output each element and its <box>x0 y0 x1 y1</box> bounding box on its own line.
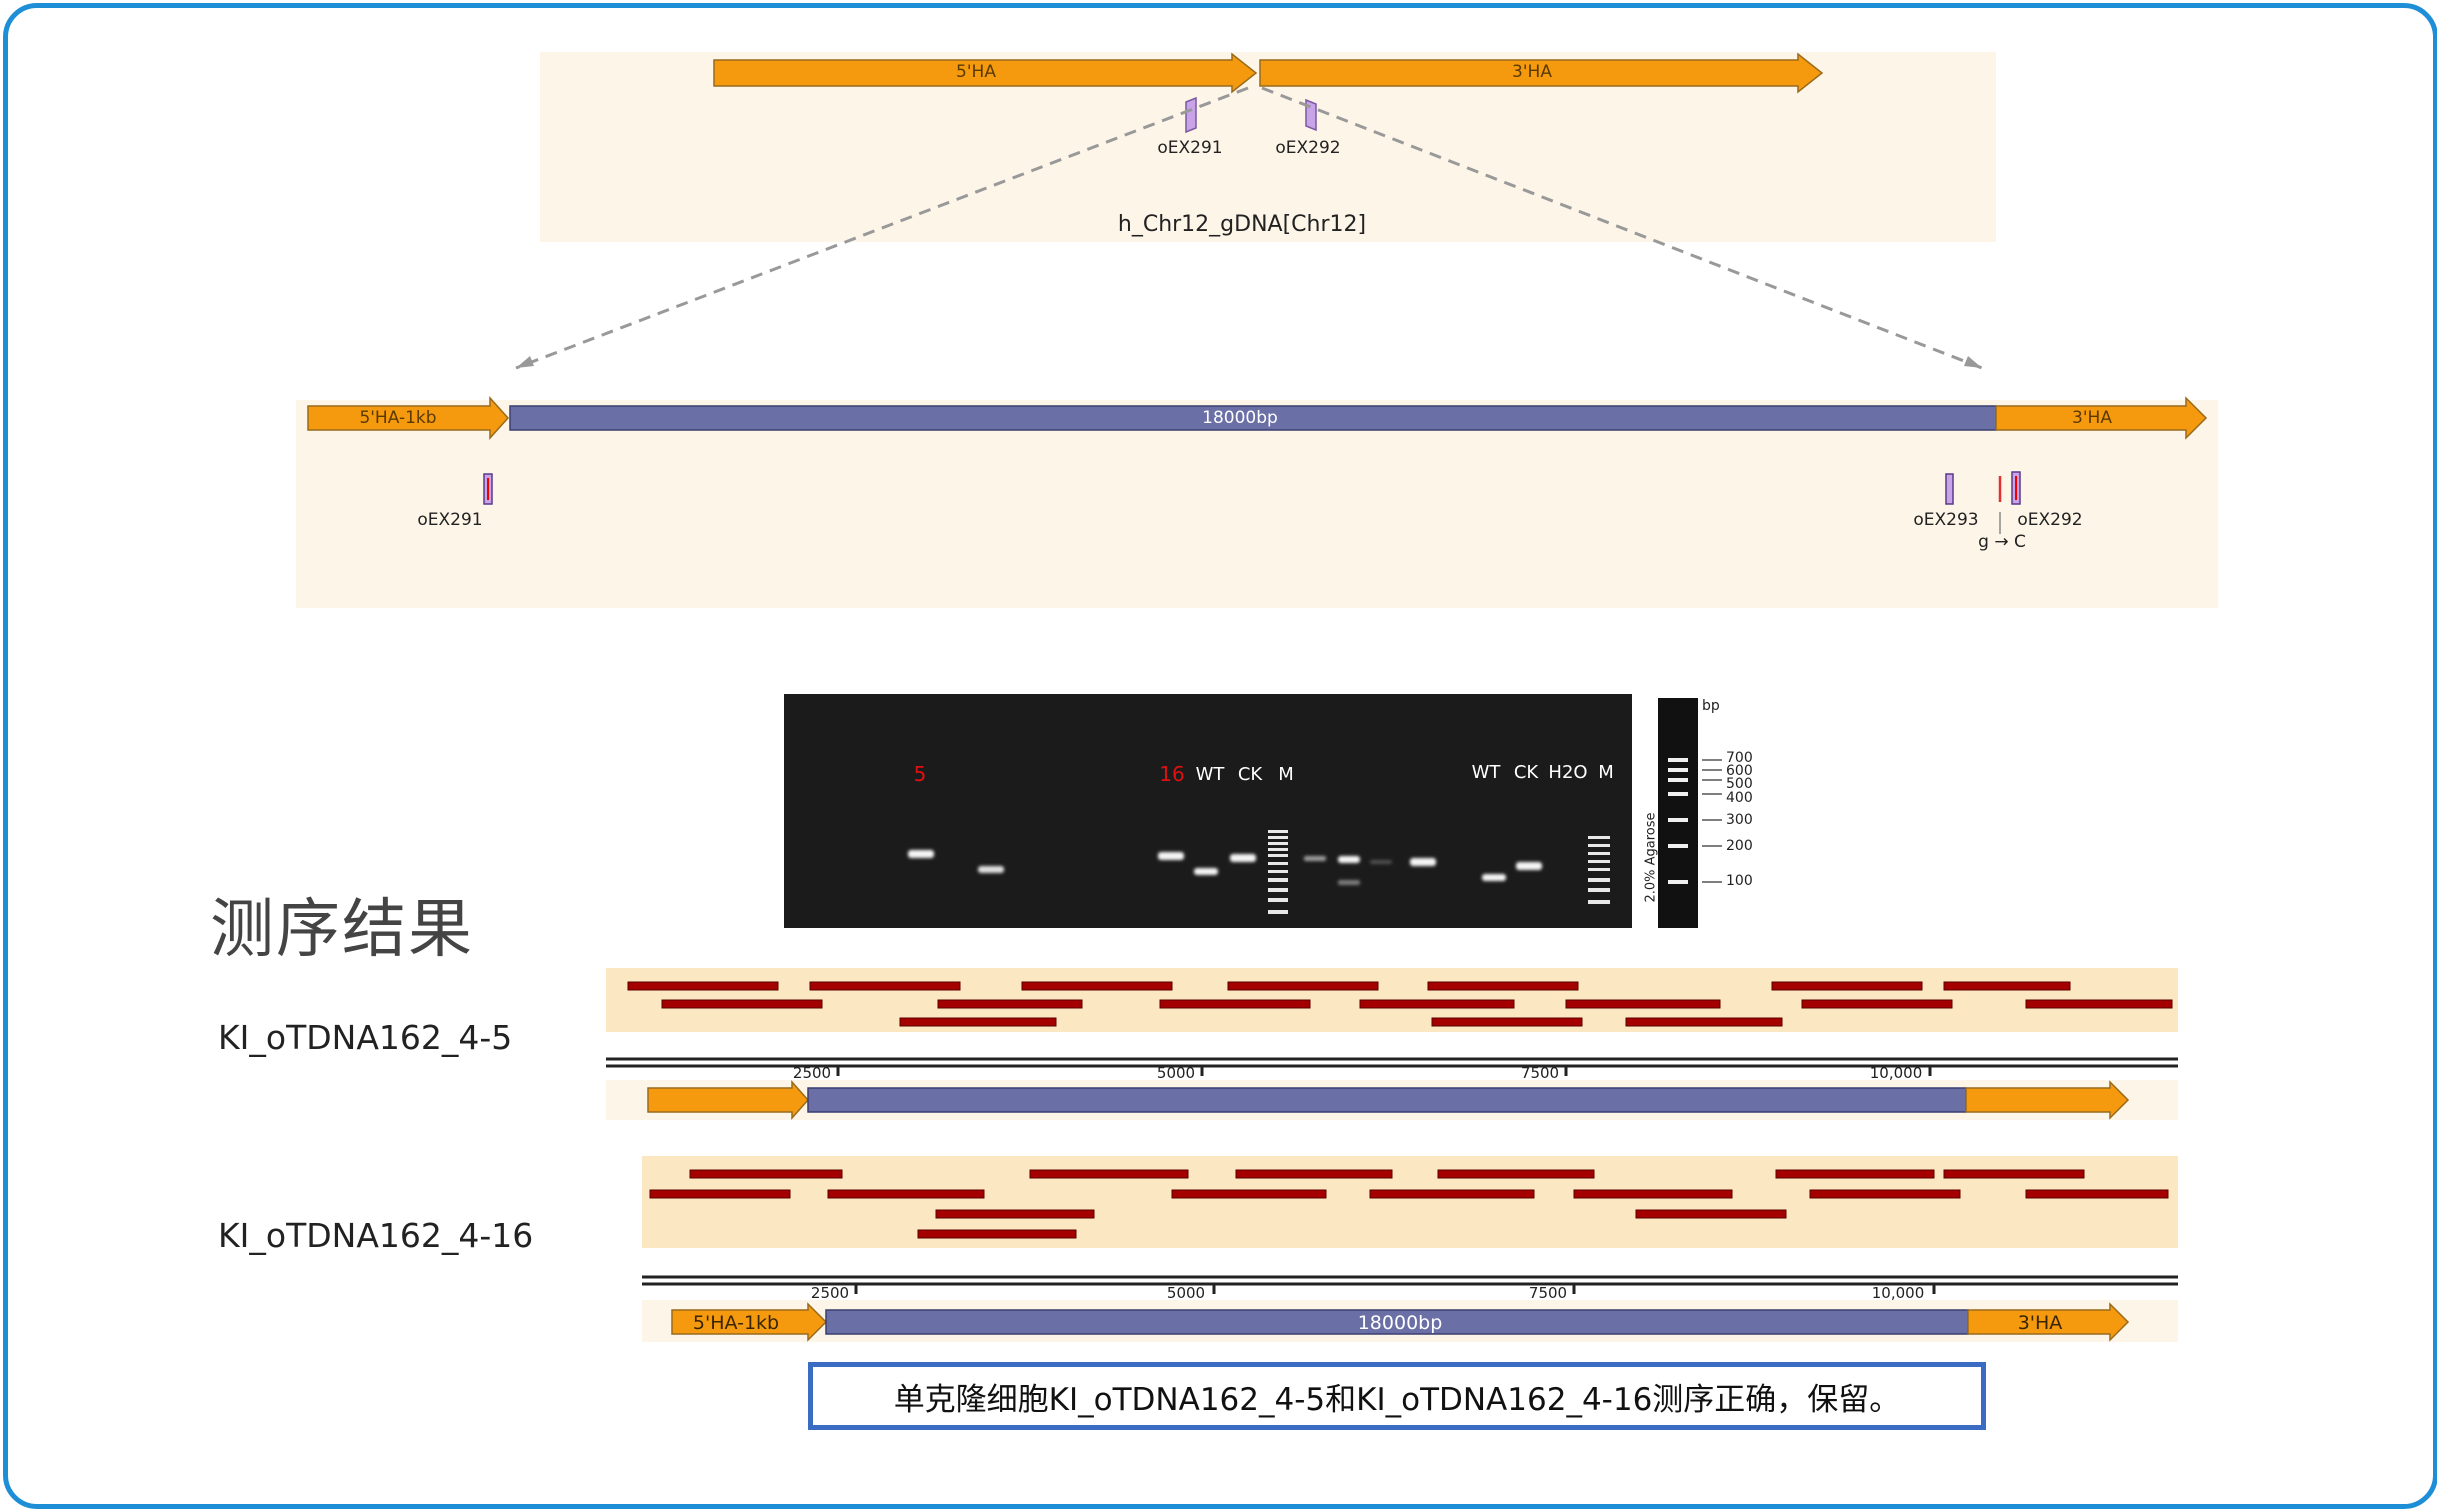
conclusion-note: 单克隆细胞KI_oTDNA162_4-5和KI_oTDNA162_4-16测序正… <box>808 1362 1986 1430</box>
bottom-construct-2-left-arm <box>671 1302 828 1342</box>
ruler2-tick-2500: 2500 <box>810 1284 850 1302</box>
bottom-construct-1-right-arm <box>1965 1080 2130 1120</box>
bottom-insert-label: 18000bp <box>1357 1312 1443 1334</box>
zoom-line-left <box>515 86 1249 370</box>
ladder-500: 500 <box>1726 776 1753 792</box>
ladder-400: 400 <box>1726 790 1753 806</box>
gel-band <box>1338 856 1360 863</box>
gel-lane-wt2-label: WT <box>1471 762 1501 783</box>
ladder-200: 200 <box>1726 838 1753 854</box>
gel-band-wt2 <box>1482 874 1506 881</box>
construct-insert <box>509 405 1997 431</box>
conclusion-text: 单克隆细胞KI_oTDNA162_4-5和KI_oTDNA162_4-16测序正… <box>893 1381 1901 1418</box>
genomic-caption: h_Chr12_gDNA[Chr12] <box>1117 212 1367 237</box>
gel-band <box>978 866 1004 873</box>
reads-sample-2 <box>649 1169 2169 1239</box>
gel-lane-m2-label: M <box>1598 762 1614 783</box>
gel-lane-h2o-label: H2O <box>1548 762 1588 783</box>
ladder-lane-2 <box>1588 836 1610 904</box>
genomic-map-svg <box>515 52 1983 370</box>
sample-label-2: KI_oTDNA162_4-16 <box>218 1216 534 1255</box>
gel-band-16 <box>1158 852 1184 860</box>
gel-band <box>1304 856 1326 861</box>
bottom-construct-1-left-arm <box>647 1080 810 1120</box>
gel-lane-ck-label: CK <box>1237 764 1263 785</box>
bottom-construct-2-right-arm <box>1967 1302 2130 1342</box>
ladder-unit-label: bp <box>1702 698 1720 714</box>
gel-band-ck2 <box>1516 862 1542 870</box>
construct-map-svg <box>307 396 2208 534</box>
reads-sample-1 <box>627 981 2173 1027</box>
three-ha-label: 3'HA <box>1512 62 1552 82</box>
construct-right-arm <box>1995 396 2208 440</box>
ruler1-tick-5000: 5000 <box>1156 1064 1196 1082</box>
gel-image <box>784 694 1632 928</box>
snp-label: g → C <box>1978 532 2026 552</box>
ladder-100: 100 <box>1726 873 1753 889</box>
ladder-ticks-svg <box>1702 759 1722 883</box>
gel-lane-m-label: M <box>1278 764 1294 785</box>
ladder-300: 300 <box>1726 812 1753 828</box>
construct-insert-label: 18000bp <box>1202 408 1278 428</box>
gel-lane-5-label: 5 <box>913 762 927 786</box>
ladder-reference <box>1658 698 1698 928</box>
gel-band <box>1410 858 1436 866</box>
gel-band <box>1370 860 1392 864</box>
zoom-line-right <box>1261 86 1983 370</box>
ruler2-tick-10000: 10,000 <box>1871 1284 1925 1302</box>
gel-band-5 <box>908 850 934 858</box>
ruler1-tick-7500: 7500 <box>1520 1064 1560 1082</box>
three-ha-arrow <box>1259 52 1824 94</box>
construct-left-arm <box>307 396 510 440</box>
gel-lane-ck2-label: CK <box>1513 762 1539 783</box>
gel-lane-wt-label: WT <box>1195 764 1225 785</box>
ruler1-tick-10000: 10,000 <box>1869 1064 1923 1082</box>
bottom-left-arm-label: 5'HA-1kb <box>692 1312 780 1334</box>
gel-band <box>1338 880 1360 885</box>
ruler1-tick-2500: 2500 <box>792 1064 832 1082</box>
five-ha-arrow <box>713 52 1258 94</box>
five-ha-label: 5'HA <box>956 62 996 82</box>
section-title: 测序结果 <box>210 893 474 967</box>
oex293-primer-icon <box>1945 473 1954 505</box>
construct-oex291-label: oEX291 <box>417 510 483 530</box>
slide-frame <box>3 3 2437 1509</box>
oex292-label: oEX292 <box>1275 138 1341 158</box>
ladder-600: 600 <box>1726 763 1753 779</box>
bottom-construct-1-insert <box>807 1087 1967 1113</box>
construct-oex293-label: oEX293 <box>1913 510 1979 530</box>
bottom-right-arm-label: 3'HA <box>2017 1312 2063 1334</box>
ruler2-tick-5000: 5000 <box>1166 1284 1206 1302</box>
gel-lane-16-label: 16 <box>1159 762 1185 786</box>
gel-band-wt <box>1194 868 1218 875</box>
sample-label-1: KI_oTDNA162_4-5 <box>218 1018 513 1057</box>
oex291-label: oEX291 <box>1157 138 1223 158</box>
construct-left-arm-label: 5'HA-1kb <box>359 408 437 428</box>
construct-oex292-label: oEX292 <box>2017 510 2083 530</box>
construct-right-arm-label: 3'HA <box>2072 408 2112 428</box>
oex291-primer-icon <box>1185 96 1197 134</box>
ladder-700: 700 <box>1726 750 1753 766</box>
ruler2-tick-7500: 7500 <box>1528 1284 1568 1302</box>
gel-band-ck <box>1230 854 1256 862</box>
gel-bands-svg <box>908 830 1610 914</box>
construct-map-panel <box>296 400 2218 608</box>
ladder-lane-1 <box>1268 830 1288 914</box>
